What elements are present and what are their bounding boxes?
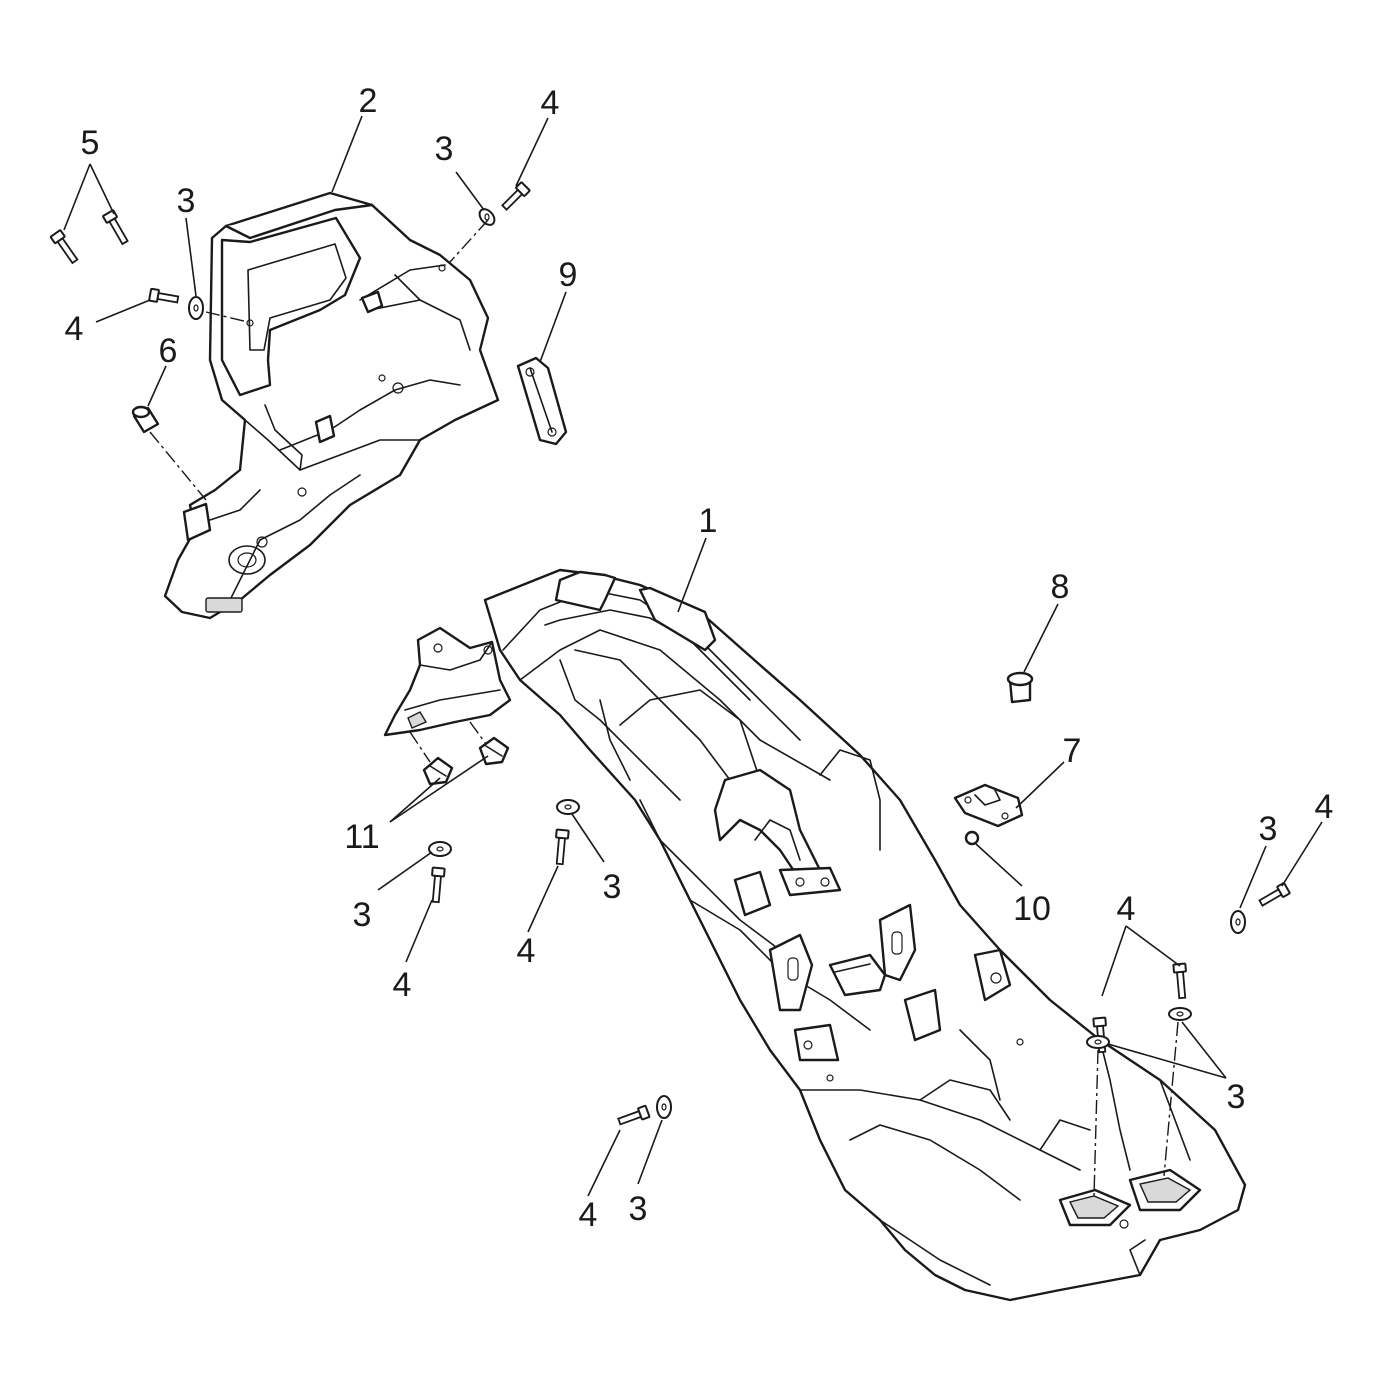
callout-4: 4 [393,966,412,1004]
callout-7: 7 [1063,732,1082,770]
callout-4: 4 [1315,788,1334,826]
callout-3: 3 [1227,1078,1246,1116]
callout-11: 11 [344,818,379,856]
assembly-centerlines [149,219,1179,1197]
callout-3: 3 [177,182,196,220]
callout-4: 4 [517,932,536,970]
callout-labels: 1 2 3 3 3 3 3 3 3 3 4 4 4 4 4 4 4 5 6 7 … [65,82,1334,1234]
part-9-bracket [516,356,568,446]
leader-lines [63,115,1323,1197]
callout-5: 5 [81,124,100,162]
part-6-cap [131,405,160,434]
callout-10: 10 [1013,890,1051,928]
part-11-clips [422,736,510,786]
callout-2: 2 [359,82,378,120]
callout-4: 4 [1117,890,1136,928]
callout-6: 6 [159,332,178,370]
part-2-upper-fender [163,191,500,620]
callout-3: 3 [629,1190,648,1228]
part-7-plate [953,783,1024,828]
callout-8: 8 [1051,568,1070,606]
callout-4: 4 [541,84,560,122]
washers [188,208,1246,1119]
callout-3: 3 [435,130,454,168]
callout-3: 3 [1259,810,1278,848]
part-1-front-tab [383,626,512,737]
callout-1: 1 [699,502,718,540]
callout-4: 4 [579,1196,598,1234]
part-1-main-fender [483,568,1247,1302]
part-10-nut [964,830,980,846]
callout-9: 9 [559,256,578,294]
part-8-grommet [1006,671,1034,704]
callout-3: 3 [353,896,372,934]
callout-4: 4 [65,310,84,348]
callout-3: 3 [603,868,622,906]
